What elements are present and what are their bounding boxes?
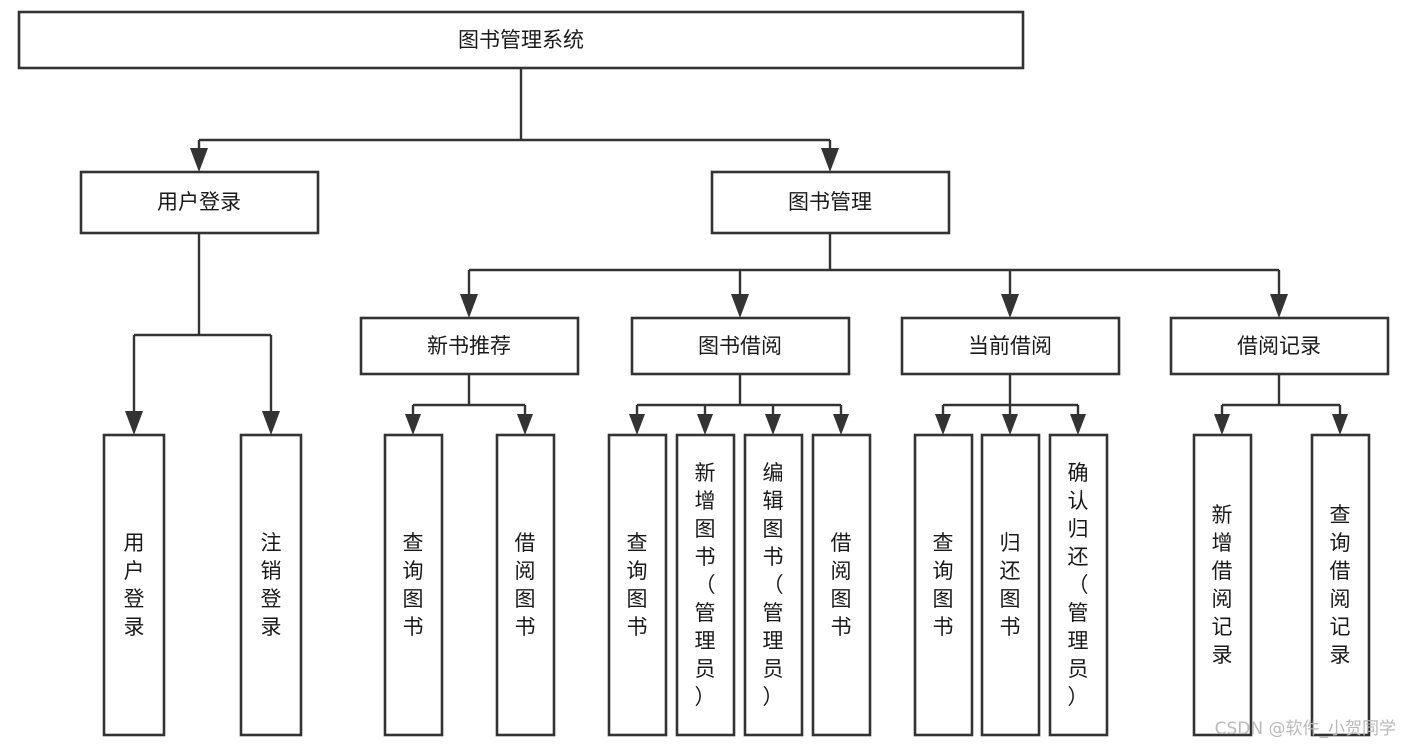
node-leaf-edit-book-label: 编辑图书（管理员） <box>763 461 784 709</box>
node-leaf-edit-book[interactable]: 编辑图书（管理员） <box>743 433 804 737</box>
node-root-label: 图书管理系统 <box>458 28 584 52</box>
node-current-borrow[interactable]: 当前借阅 <box>900 316 1121 376</box>
node-leaf-query-book-3-label: 查询图书 <box>933 531 954 639</box>
node-leaf-user-login-box[interactable] <box>102 433 166 737</box>
arrow-icon-to-leaf-confirm-return <box>1070 414 1086 435</box>
node-book-manage[interactable]: 图书管理 <box>710 170 951 235</box>
node-leaf-query-book-1-box[interactable] <box>383 433 444 737</box>
node-leaf-logout-login-box[interactable] <box>239 433 303 737</box>
node-leaf-query-book-2-label: 查询图书 <box>627 531 648 639</box>
node-leaf-query-book-2-box[interactable] <box>607 433 668 737</box>
node-new-book-recommend-label: 新书推荐 <box>427 334 511 358</box>
arrow-icon-to-leaf-edit-book <box>765 414 781 435</box>
arrow-icon-to-leaf-query-record <box>1332 414 1348 435</box>
node-borrow-record-box[interactable] <box>1169 316 1390 376</box>
node-leaf-user-login-label: 用户登录 <box>124 531 145 639</box>
arrow-icon-to-new-book-recommend <box>460 294 478 318</box>
node-leaf-logout-login[interactable]: 注销登录 <box>239 433 303 737</box>
node-leaf-borrow-book-2[interactable]: 借阅图书 <box>811 433 872 737</box>
node-leaf-confirm-return-box[interactable] <box>1048 433 1109 737</box>
node-root[interactable]: 图书管理系统 <box>17 10 1025 70</box>
arrow-icon-to-leaf-borrow-book-1 <box>517 414 533 435</box>
node-leaf-borrow-book-1-box[interactable] <box>495 433 556 737</box>
arrow-icon-to-current-borrow <box>1001 294 1019 318</box>
arrow-icon-to-leaf-add-book <box>697 414 713 435</box>
node-leaf-borrow-book-1[interactable]: 借阅图书 <box>495 433 556 737</box>
node-layer: 图书管理系统 用户登录 图书管理 新书推荐 图书借阅 <box>17 10 1390 737</box>
node-leaf-query-record[interactable]: 查询借阅记录 <box>1310 433 1371 737</box>
node-book-borrow[interactable]: 图书借阅 <box>630 316 851 376</box>
node-user-login-box[interactable] <box>79 170 320 235</box>
node-book-borrow-box[interactable] <box>630 316 851 376</box>
node-leaf-query-book-3[interactable]: 查询图书 <box>913 433 974 737</box>
node-leaf-confirm-return[interactable]: 确认归还（管理员） <box>1048 433 1109 737</box>
arrow-icon-to-leaf-query-book-3 <box>935 414 951 435</box>
arrow-icon-to-book-manage <box>821 148 839 172</box>
arrow-icon-to-leaf-query-book-1 <box>405 414 421 435</box>
node-leaf-query-record-box[interactable] <box>1310 433 1371 737</box>
node-book-borrow-label: 图书借阅 <box>698 334 782 358</box>
arrowhead-layer <box>125 148 1348 435</box>
node-leaf-user-login[interactable]: 用户登录 <box>102 433 166 737</box>
node-leaf-add-record-box[interactable] <box>1192 433 1253 737</box>
node-leaf-return-book-label: 归还图书 <box>1000 531 1021 639</box>
node-borrow-record-label: 借阅记录 <box>1237 334 1321 358</box>
node-leaf-add-record-label: 新增借阅记录 <box>1212 503 1233 667</box>
node-leaf-query-book-1[interactable]: 查询图书 <box>383 433 444 737</box>
node-leaf-query-book-3-box[interactable] <box>913 433 974 737</box>
node-leaf-borrow-book-2-box[interactable] <box>811 433 872 737</box>
node-leaf-borrow-book-1-label: 借阅图书 <box>515 531 536 639</box>
node-new-book-recommend-box[interactable] <box>359 316 580 376</box>
arrow-icon-to-leaf-borrow-book-2 <box>833 414 849 435</box>
arrow-icon-to-leaf-return-book <box>1002 414 1018 435</box>
node-leaf-query-record-label: 查询借阅记录 <box>1330 503 1351 667</box>
node-leaf-borrow-book-2-label: 借阅图书 <box>831 531 852 639</box>
watermark-label: CSDN @软件_小贺同学 <box>1215 719 1396 739</box>
node-user-login-label: 用户登录 <box>157 190 241 214</box>
arrow-icon-to-user-login <box>190 148 208 172</box>
node-leaf-query-book-1-label: 查询图书 <box>403 531 424 639</box>
node-leaf-add-book[interactable]: 新增图书（管理员） <box>675 433 736 737</box>
node-leaf-add-record[interactable]: 新增借阅记录 <box>1192 433 1253 737</box>
arrow-icon-to-leaf-logout-login <box>262 411 280 435</box>
node-leaf-add-book-box[interactable] <box>675 433 736 737</box>
node-leaf-confirm-return-label: 确认归还（管理员） <box>1068 461 1089 709</box>
node-book-manage-label: 图书管理 <box>788 190 872 214</box>
node-book-manage-box[interactable] <box>710 170 951 235</box>
node-leaf-query-book-2[interactable]: 查询图书 <box>607 433 668 737</box>
node-leaf-logout-login-label: 注销登录 <box>261 531 282 639</box>
node-leaf-add-book-label: 新增图书（管理员） <box>695 461 716 709</box>
node-user-login[interactable]: 用户登录 <box>79 170 320 235</box>
node-current-borrow-box[interactable] <box>900 316 1121 376</box>
node-leaf-return-book[interactable]: 归还图书 <box>980 433 1041 737</box>
node-borrow-record[interactable]: 借阅记录 <box>1169 316 1390 376</box>
arrow-icon-to-book-borrow <box>731 294 749 318</box>
arrow-icon-to-leaf-add-record <box>1214 414 1230 435</box>
node-current-borrow-label: 当前借阅 <box>968 334 1052 358</box>
node-leaf-return-book-box[interactable] <box>980 433 1041 737</box>
node-root-box[interactable] <box>17 10 1025 70</box>
arrow-icon-to-leaf-query-book-2 <box>629 414 645 435</box>
arrow-icon-to-borrow-record <box>1270 294 1288 318</box>
arrow-icon-to-leaf-user-login <box>125 411 143 435</box>
node-leaf-edit-book-box[interactable] <box>743 433 804 737</box>
node-new-book-recommend[interactable]: 新书推荐 <box>359 316 580 376</box>
